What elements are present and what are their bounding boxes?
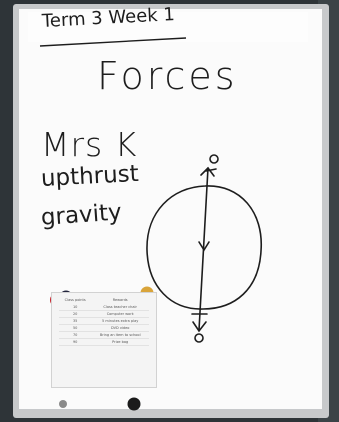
black-magnet xyxy=(127,397,141,411)
table-row: 50 DVD video xyxy=(59,325,149,332)
points-cell: 20 xyxy=(72,312,78,316)
reward-chart-header: Class points Rewards xyxy=(59,298,149,302)
points-cell: 70 xyxy=(72,333,78,337)
reward-chart-sheet: Class points Rewards 10 Class teacher cha… xyxy=(51,292,157,388)
points-cell: 35 xyxy=(72,319,78,323)
bottom-marker-circle xyxy=(194,333,204,343)
header-rewards: Rewards xyxy=(112,298,128,302)
table-row: 20 Computer work xyxy=(59,311,149,318)
teacher-name: Mrs K xyxy=(41,125,138,164)
points-cell: 10 xyxy=(72,305,78,309)
force-label-gravity: gravity xyxy=(40,199,123,231)
reward-cell: Prize bag xyxy=(112,340,129,344)
board-glare xyxy=(28,12,308,42)
points-cell: 90 xyxy=(72,340,78,344)
force-label-upthrust: upthrust xyxy=(40,160,140,192)
force-diagram xyxy=(146,154,262,343)
arrow-down-head xyxy=(192,321,207,333)
reward-cell: DVD video xyxy=(110,326,130,330)
top-marker-circle xyxy=(209,154,219,164)
table-row: 35 5 minutes extra play xyxy=(59,318,149,325)
table-row: 10 Class teacher chair xyxy=(59,304,149,311)
arrow-up-head xyxy=(200,166,215,177)
points-cell: 50 xyxy=(72,326,78,330)
top-marker-bar xyxy=(205,168,217,172)
table-row: 70 Bring an item to school xyxy=(59,332,149,339)
reward-cell: 5 minutes extra play xyxy=(102,319,139,323)
header-class-points: Class points xyxy=(64,298,86,302)
heading-underline xyxy=(39,37,187,47)
table-row: 90 Prize bag xyxy=(59,339,149,346)
eraser-dot xyxy=(59,400,67,408)
arrow-centre-mark xyxy=(198,241,210,252)
hand-drawn-circle xyxy=(146,185,262,310)
reward-cell: Bring an item to school xyxy=(99,333,141,337)
reward-cell: Class teacher chair xyxy=(103,305,137,309)
lesson-title: Forces xyxy=(97,54,238,98)
reward-cell: Computer work xyxy=(106,312,134,316)
